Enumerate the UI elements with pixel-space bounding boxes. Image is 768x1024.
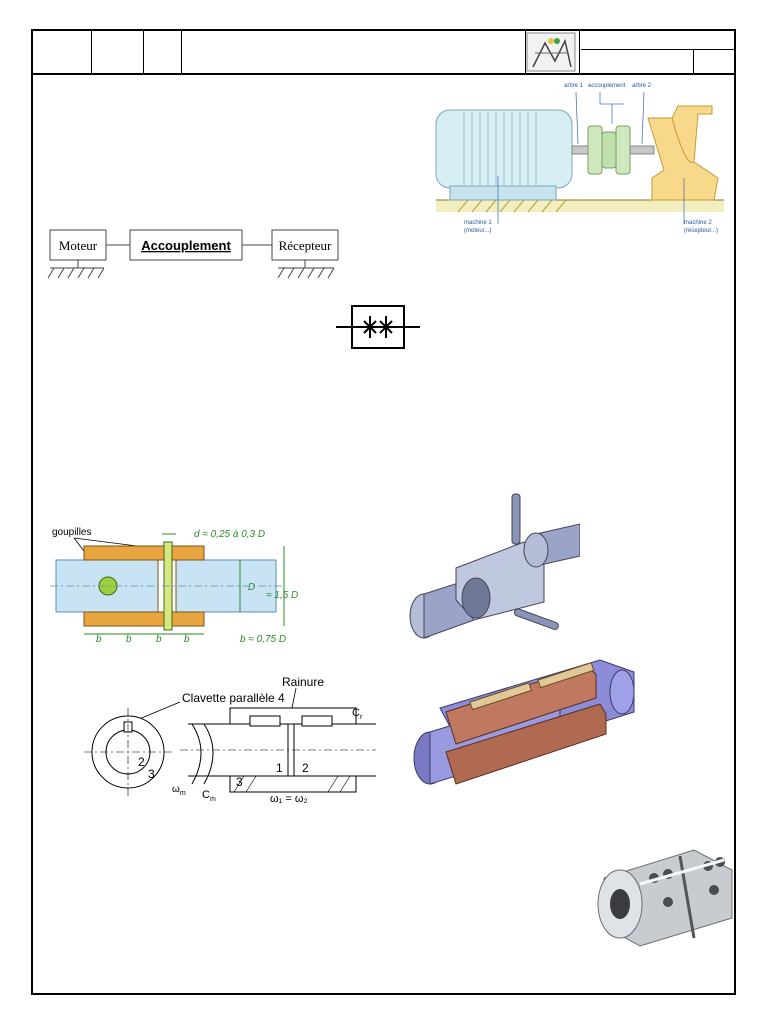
keyed-coupling-3d <box>410 652 640 792</box>
header-logo-cell <box>525 31 580 73</box>
label-goupilles: goupilles <box>52 527 91 538</box>
header-title-cell <box>181 31 526 73</box>
label-arbre2: arbre 2 <box>632 83 652 89</box>
label-machine2: machine 2 <box>684 220 712 226</box>
label-rainure: Rainure <box>282 675 324 689</box>
dim-b-3: b <box>156 634 162 645</box>
block-moteur: Moteur <box>59 238 98 253</box>
end-view-num-3: 3 <box>148 767 155 781</box>
block-recepteur: Récepteur <box>279 238 332 253</box>
dim-b-1: b <box>96 634 102 645</box>
label-cr: Cr <box>352 707 363 721</box>
dim-b-2: b <box>126 634 132 645</box>
clamp-coupling-photo <box>584 840 734 950</box>
dim-b075: b ≈ 0,75 D <box>240 634 286 645</box>
dim-D: D <box>248 582 255 593</box>
side-num-1: 1 <box>276 761 283 775</box>
header-cartouche <box>31 29 736 75</box>
omega-equation: ω₁ = ω₂ <box>270 793 308 805</box>
dim-b-4: b <box>184 634 190 645</box>
block-diagram: Moteur Accouplement Récepteur <box>44 226 344 292</box>
machine-assembly-figure: arbre 1 accouplement arbre 2 machine 1 (… <box>428 78 728 240</box>
end-view-num-2: 2 <box>138 755 145 769</box>
dim-15D: ≈ 1,5 D <box>266 590 298 601</box>
block-accouplement: Accouplement <box>141 238 231 253</box>
label-machine1-sub: (moteur...) <box>464 228 491 234</box>
pinned-coupling-drawing: goupilles d ≈ 0,25 à 0,3 D D ≈ 1,5 D b b… <box>44 522 344 652</box>
side-num-3: 3 <box>236 775 243 789</box>
coupling-symbol <box>336 302 420 350</box>
label-machine2-sub: (récepteur...) <box>684 228 718 234</box>
keyed-coupling-drawing: Rainure Clavette parallèle 4 2 3 ωm Cm C… <box>80 672 380 806</box>
pinned-coupling-3d <box>404 490 580 640</box>
header-cell-3 <box>143 31 182 73</box>
header-divider <box>581 49 734 50</box>
dim-d: d ≈ 0,25 à 0,3 D <box>194 529 265 540</box>
label-clavette: Clavette parallèle 4 <box>182 691 285 705</box>
label-accouplement: accouplement <box>588 83 626 89</box>
label-wm: ωm <box>172 784 186 797</box>
header-divider-v <box>693 49 694 73</box>
header-cell-1 <box>33 31 92 73</box>
side-num-2: 2 <box>302 761 309 775</box>
header-cell-2 <box>91 31 144 73</box>
school-logo-icon <box>526 32 576 72</box>
label-machine1: machine 1 <box>464 220 492 226</box>
label-arbre1: arbre 1 <box>564 83 584 89</box>
label-cm: Cm <box>202 789 216 803</box>
